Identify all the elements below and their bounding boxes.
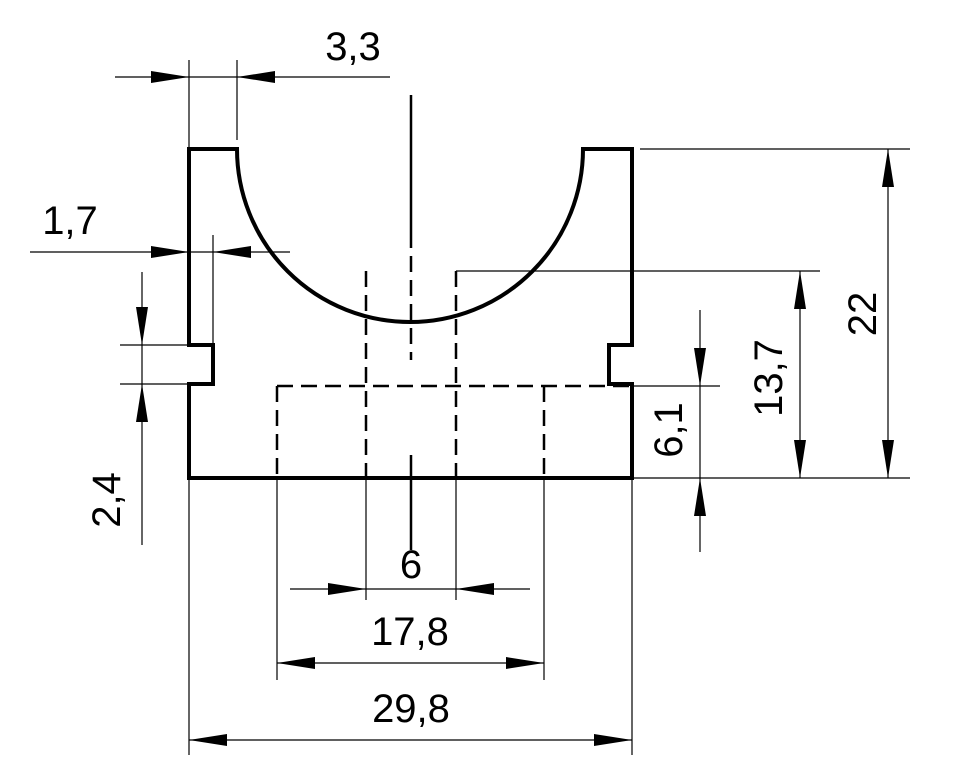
dimension-6: 6 <box>290 478 530 600</box>
dimension-3-3-label: 3,3 <box>325 25 381 69</box>
dimension-13-7: 13,7 <box>456 270 820 479</box>
dimension-22: 22 <box>640 148 910 479</box>
dimension-22-label: 22 <box>841 292 885 337</box>
dimension-29-8-label: 29,8 <box>372 687 450 731</box>
dimension-17-8: 17,8 <box>276 478 545 680</box>
dimension-6-label: 6 <box>400 543 422 587</box>
dimension-1-7-label: 1,7 <box>42 199 98 243</box>
dimension-6-1: 6,1 <box>632 310 720 552</box>
hidden-lines <box>275 256 632 478</box>
part-outline <box>187 147 634 480</box>
dimension-2-4-label: 2,4 <box>85 472 129 528</box>
dimension-29-8: 29,8 <box>188 478 633 755</box>
dimension-1-7: 1,7 <box>30 199 290 345</box>
dimension-2-4: 2,4 <box>85 272 189 545</box>
dimension-17-8-label: 17,8 <box>371 610 449 654</box>
dimension-13-7-label: 13,7 <box>747 339 791 417</box>
dimension-3-3: 3,3 <box>115 25 390 149</box>
dimension-6-1-label: 6,1 <box>647 402 691 458</box>
